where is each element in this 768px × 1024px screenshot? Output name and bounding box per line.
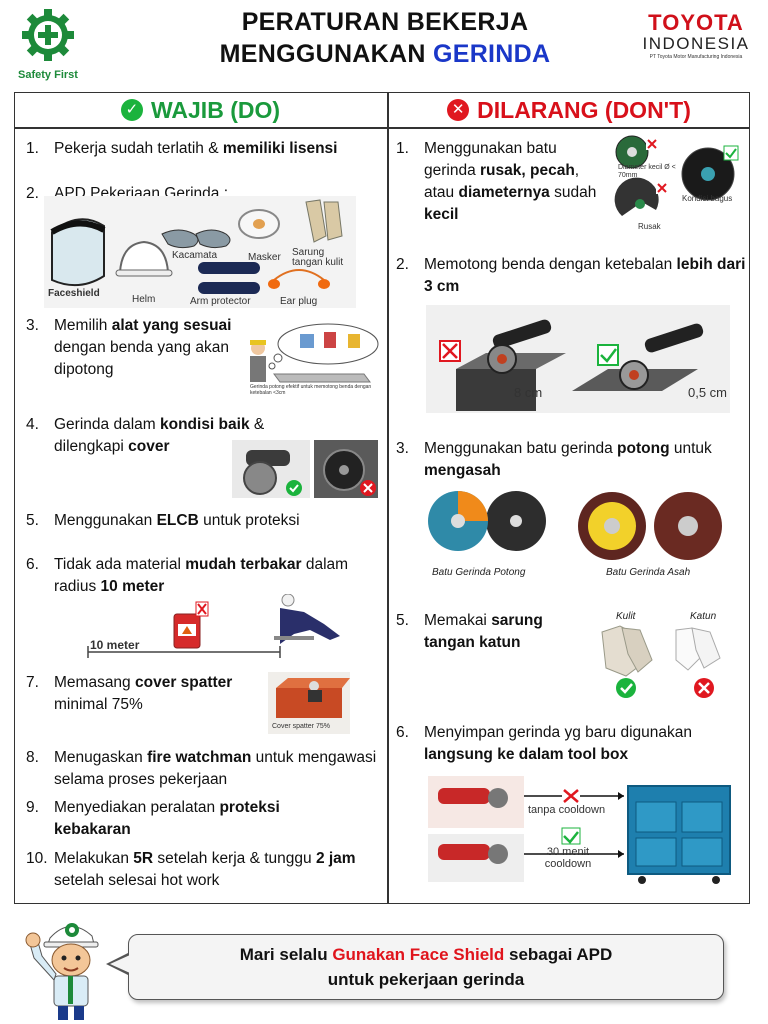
disc-condition-image: Diameter kecil Ø < 70mm Kondisi bagus Ru… [612,134,744,234]
item-text: Menugaskan fire watchman untuk mengawasi… [54,749,377,788]
tool-caption: Gerinda potong efektif untuk memotong be… [250,384,372,396]
check-circle-icon: ✓ [120,99,143,121]
with-cooldown-label: 30 menit cooldown [544,846,592,870]
grinding-disc-image [576,490,726,562]
title-line-1: PERATURAN BEKERJA [241,8,529,36]
cover-caption: Cover spatter 75% [272,723,330,730]
footer-line-1: Mari selalu Gunakan Face Shield sebagai … [239,945,613,964]
item-number: 2. [26,185,39,202]
thickness-image: 8 cm 0,5 cm [426,305,730,413]
brand-name: TOYOTA [648,10,744,35]
arm-protector-label: Arm protector [190,296,251,307]
gear-cross-icon [22,9,74,61]
dont-heading-label: DILARANG (DON'T) [477,96,691,123]
disc-good-label: Kondisi bagus [682,194,733,203]
item-number: 8. [26,749,39,766]
thickness-good-label: 0,5 cm [688,385,728,400]
title-line-2: MENGGUNAKAN GERINDA [150,38,620,70]
item-text: Memakai sarung tangan katun [424,612,543,651]
item-text: Menggunakan batu gerinda potong untuk me… [424,440,712,479]
grind-disc-caption: Batu Gerinda Asah [606,567,691,578]
item-number: 1. [26,140,39,157]
cutting-disc-image [424,490,548,552]
glove-leather-label: Kulit [616,611,636,622]
item-number: 2. [396,256,409,273]
speech-bubble-tail-fill [110,955,130,973]
item-text: Memotong benda dengan ketebalan lebih da… [424,256,746,295]
item-number: 7. [26,674,39,691]
cooldown-image: tanpa cooldown 30 menit cooldown [428,772,734,886]
item-number: 5. [26,512,39,529]
brand-company: PT Toyota Motor Manufacturing Indonesia [649,54,743,60]
footer-highlight: Gunakan Face Shield [332,945,505,964]
dont-heading: ✕ DILARANG (DON'T) [388,94,750,126]
item-number: 6. [26,556,39,573]
without-cooldown-label: tanpa cooldown [528,804,606,816]
do-heading-label: WAJIB (DO) [150,96,281,123]
thickness-bad-label: 8 cm [514,385,543,400]
masker-label: Masker [248,252,281,263]
cut-disc-caption: Batu Gerinda Potong [432,567,526,578]
item-text: Gerinda dalam kondisi baik & dilengkapi … [54,416,265,455]
item-text: Tidak ada material mudah terbakar dalam … [54,556,349,595]
item-number: 3. [26,317,39,334]
item-number: 6. [396,724,409,741]
gloves-image [596,624,736,700]
title-prefix: MENGGUNAKAN [219,40,433,68]
x-circle-icon: ✕ [447,99,470,121]
glove-cotton-label: Katun [690,611,717,622]
item-text: Memilih alat yang sesuai dengan benda ya… [54,317,232,378]
sarung-label: Sarung tangan kulit [292,247,344,268]
cover-spatter-image: Cover spatter 75% [268,672,350,734]
item-number: 1. [396,140,409,157]
distance-label: 10 meter [90,638,140,652]
rules-table [14,92,750,904]
footer-message: Mari selalu Gunakan Face Shield sebagai … [128,934,724,1000]
item-text: Menyediakan peralatan proteksi kebakaran [54,799,280,838]
safety-first-label: Safety First [18,69,78,81]
earplug-label: Ear plug [280,296,318,307]
disc-broken-label: Rusak [638,222,661,231]
brand-logo: TOYOTA INDONESIA PT Toyota Motor Manufac… [636,12,756,61]
do-heading: ✓ WAJIB (DO) [14,94,387,126]
column-divider [387,92,389,904]
item-text: Pekerja sudah terlatih & memiliki lisens… [54,140,338,157]
item-number: 9. [26,799,39,816]
tool-selection-image: Gerinda potong efektif untuk memotong be… [244,322,380,396]
item-text: Menggunakan batu gerinda rusak, pecah, a… [424,140,597,223]
header-divider [14,127,750,129]
helm-label: Helm [132,294,156,305]
title-highlight: GERINDA [432,40,551,68]
item-text: Menggunakan ELCB untuk proteksi [54,512,300,529]
footer-line-2: untuk pekerjaan gerinda [327,970,525,989]
kacamata-label: Kacamata [172,250,218,261]
item-number: 4. [26,416,39,433]
brand-sub: INDONESIA [642,34,750,53]
apd-image: Faceshield Helm Kacamata Masker Sarung t… [44,196,356,308]
grinder-condition-image [232,440,378,498]
distance-image: 10 meter [84,593,354,662]
item-number: 10. [26,850,48,867]
item-text: Memasang cover spatter minimal 75% [54,674,233,713]
safety-first-logo: Safety First [14,8,82,81]
item-number: 5. [396,612,409,629]
item-number: 3. [396,440,409,457]
disc-small-label: Diameter kecil Ø < 70mm [618,164,676,179]
item-text: Menyimpan gerinda yg baru digunakan lang… [424,724,692,763]
faceshield-label: Faceshield [48,288,100,299]
item-text: Melakukan 5R setelah kerja & tunggu 2 ja… [54,850,356,889]
worker-mascot [20,914,112,1022]
page-title: PERATURAN BEKERJA MENGGUNAKAN GERINDA [150,6,620,70]
